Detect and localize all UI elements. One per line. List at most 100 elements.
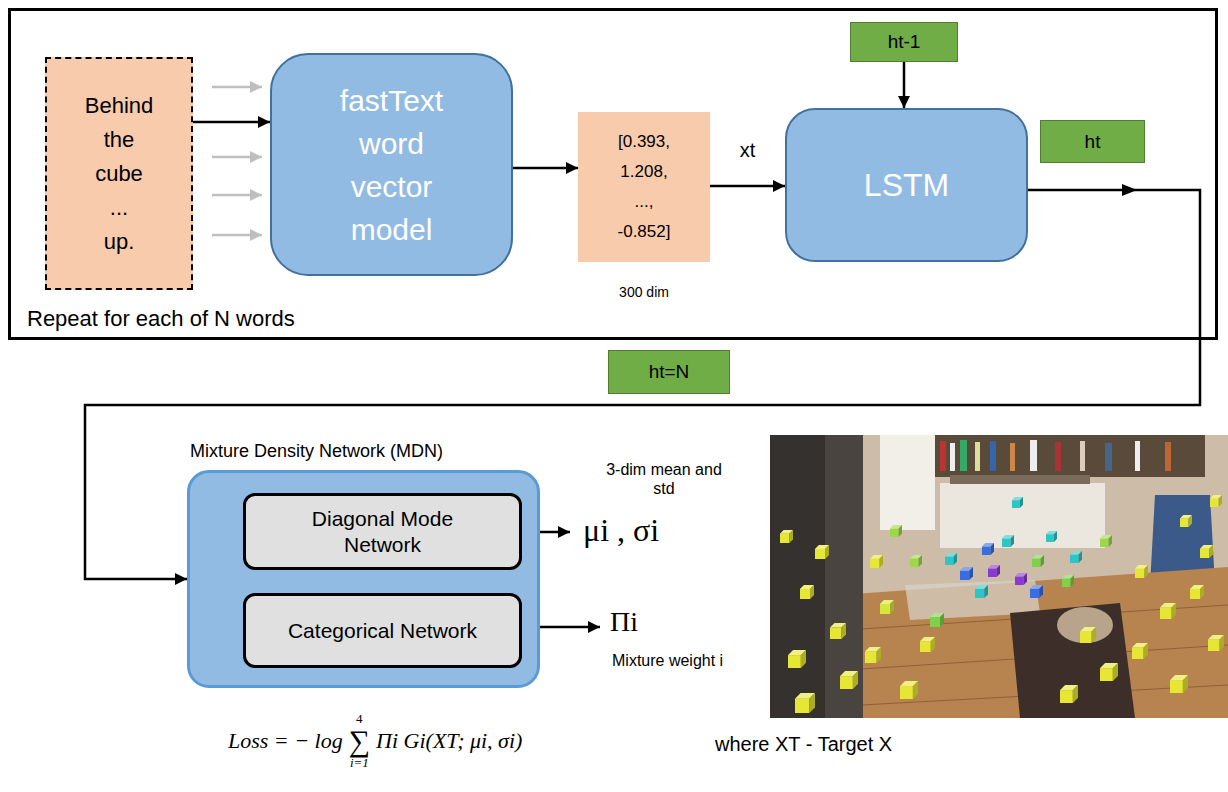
cube xyxy=(1208,635,1224,651)
cube xyxy=(900,681,918,699)
subnetwork-box: Diagonal Mode Network xyxy=(243,493,522,570)
wall xyxy=(770,435,1228,718)
cube xyxy=(982,543,994,555)
node-text: LSTM xyxy=(864,167,949,204)
book xyxy=(1010,443,1015,471)
output-note: 3-dim mean and std xyxy=(606,460,722,498)
mdn-box: Mixture Density Network (MDN)Diagonal Mo… xyxy=(187,470,540,688)
node-text: ht=N xyxy=(649,361,690,383)
cube xyxy=(1170,675,1188,693)
cube xyxy=(1200,545,1213,558)
cube xyxy=(780,530,793,543)
cube xyxy=(920,637,935,652)
vector-box: [0.393, 1.208, ..., -0.852]300 dim xyxy=(578,112,710,262)
sum-stack: 4∑i=1 xyxy=(349,712,370,770)
input-arrow xyxy=(212,156,262,159)
cube xyxy=(1135,565,1148,578)
book xyxy=(990,441,996,471)
formula-part: Πi Gi(XT; μi, σi) xyxy=(376,728,522,754)
cube xyxy=(960,567,973,580)
sofa xyxy=(1010,603,1135,718)
node-heading: Repeat for each of N words xyxy=(27,306,295,332)
cube xyxy=(1012,497,1023,508)
flow-arrow xyxy=(193,121,270,124)
cube xyxy=(1002,535,1014,547)
cushion xyxy=(1057,607,1113,643)
cube xyxy=(1015,573,1027,585)
grey-input-arrows xyxy=(212,87,262,235)
book xyxy=(1030,440,1037,471)
node-text: ht xyxy=(1085,131,1101,153)
node-text: [0.393, 1.208, ..., -0.852] xyxy=(582,127,706,247)
room-photo xyxy=(770,435,1228,718)
loop-frame: Repeat for each of N words Behind the cub… xyxy=(8,8,1218,340)
cube xyxy=(1100,663,1118,681)
loss-formula: Loss = − log 4∑i=1 Πi Gi(XT; μi, σi) xyxy=(228,712,522,770)
book xyxy=(1165,442,1171,471)
sentence-box: Behind the cube ... up. xyxy=(45,57,193,290)
cube xyxy=(1060,685,1078,703)
cube xyxy=(870,555,883,568)
cube xyxy=(815,545,829,559)
embedding-model: fastText word vector model xyxy=(270,53,513,276)
books xyxy=(940,440,1171,471)
flow-arrow xyxy=(710,185,785,188)
cube xyxy=(800,585,814,599)
node-heading: Mixture Density Network (MDN) xyxy=(190,441,443,462)
cube xyxy=(795,693,815,713)
cube xyxy=(1032,555,1044,567)
cube xyxy=(975,585,988,598)
state-box: ht=N xyxy=(608,350,730,394)
formula-text: Πi Gi(XT; μi, σi) xyxy=(376,728,522,754)
curtain xyxy=(825,435,863,718)
flow-arrow xyxy=(513,167,578,170)
sum-limit: i=1 xyxy=(350,756,369,770)
cabinet xyxy=(940,483,1105,548)
cube xyxy=(988,565,1000,577)
cube xyxy=(830,623,846,639)
cube xyxy=(910,555,922,567)
formula-part: Loss = − log xyxy=(228,728,343,754)
cube xyxy=(1080,627,1096,643)
lstm-cell: LSTM xyxy=(785,108,1028,262)
cube xyxy=(890,525,902,537)
state-box: ht-1 xyxy=(850,22,958,62)
book xyxy=(1135,441,1140,471)
cube xyxy=(1180,515,1192,527)
curtain xyxy=(770,435,825,718)
cabinet-books xyxy=(950,475,1090,484)
formula-text: Loss = − log xyxy=(228,728,343,754)
edge-label: xt xyxy=(740,139,756,162)
cube xyxy=(930,613,944,627)
book xyxy=(940,441,946,471)
cube xyxy=(1210,495,1222,507)
cube xyxy=(945,553,957,565)
input-arrow xyxy=(212,86,262,89)
book xyxy=(950,443,955,471)
book xyxy=(975,442,980,471)
cube xyxy=(880,600,894,614)
book xyxy=(1055,442,1061,471)
input-arrow xyxy=(212,194,262,197)
cube xyxy=(1160,603,1176,619)
node-text: Categorical Network xyxy=(288,618,477,644)
cube xyxy=(840,671,858,689)
cube xyxy=(865,647,881,663)
output-symbol: Πi xyxy=(610,606,638,638)
state-box: ht xyxy=(1040,120,1145,163)
book xyxy=(1105,443,1112,471)
node-text: ht-1 xyxy=(888,31,921,53)
cube xyxy=(1030,585,1043,598)
cube xyxy=(1062,575,1074,587)
formula-note: where XT - Target X xyxy=(715,733,892,756)
flow-arrow xyxy=(903,62,906,108)
output-note: Mixture weight i xyxy=(612,652,723,670)
cube xyxy=(1190,585,1204,599)
subnetwork-box: Categorical Network xyxy=(243,593,522,668)
cube xyxy=(1132,643,1148,659)
node-heading: 300 dim xyxy=(578,284,710,300)
book xyxy=(1080,441,1085,471)
input-arrow xyxy=(212,234,262,237)
cube xyxy=(1070,551,1082,563)
